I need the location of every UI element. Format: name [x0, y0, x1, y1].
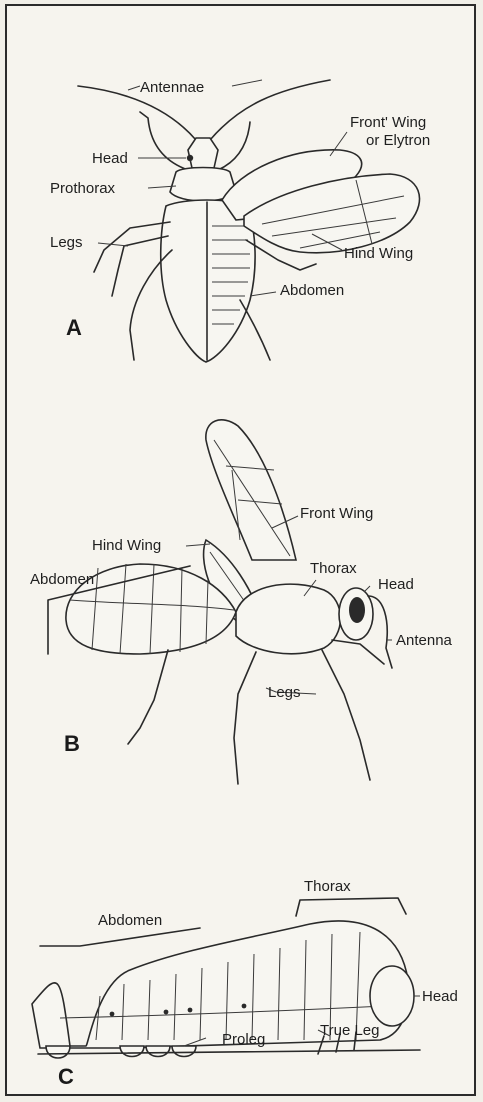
- label-legs-b: Legs: [268, 684, 301, 701]
- label-antenna-b: Antenna: [396, 632, 452, 649]
- wasp-leg-2: [234, 652, 256, 784]
- label-hind-wing-a: Hind Wing: [344, 245, 413, 262]
- abdomen-bracket: [40, 928, 200, 946]
- wasp-thorax: [236, 584, 341, 654]
- label-thorax-c: Thorax: [304, 878, 351, 895]
- beetle-head: [188, 138, 218, 168]
- label-abdomen-c: Abdomen: [98, 912, 162, 929]
- label-head-b: Head: [378, 576, 414, 593]
- label-head-c: Head: [422, 988, 458, 1005]
- label-front-wing-line1: Front' Wing: [350, 114, 426, 131]
- label-legs-a: Legs: [50, 234, 83, 251]
- label-front-wing-line2: or Elytron: [366, 132, 430, 149]
- panel-letter-b: B: [64, 731, 80, 757]
- wasp-leg-1: [128, 650, 168, 744]
- wasp-front-wing: [206, 420, 296, 560]
- wasp-drawing: [48, 420, 392, 784]
- label-abdomen-b: Abdomen: [30, 571, 94, 588]
- label-hind-wing-b: Hind Wing: [92, 537, 161, 554]
- label-head-a: Head: [92, 150, 128, 167]
- label-true-leg: True Leg: [320, 1022, 379, 1039]
- beetle-right-antenna: [210, 80, 330, 140]
- beetle-elytra: [161, 200, 255, 362]
- caterpillar-proleg: [120, 1046, 144, 1057]
- ground-line: [38, 1050, 420, 1054]
- label-prothorax: Prothorax: [50, 180, 115, 197]
- panel-letter-a: A: [66, 315, 82, 341]
- label-abdomen-a: Abdomen: [280, 282, 344, 299]
- label-proleg: Proleg: [222, 1031, 265, 1048]
- label-thorax-b: Thorax: [310, 560, 357, 577]
- wasp-leg-3: [322, 650, 370, 780]
- panel-letter-c: C: [58, 1064, 74, 1090]
- caterpillar-head: [370, 966, 414, 1026]
- label-front-wing-b: Front Wing: [300, 505, 373, 522]
- label-antennae: Antennae: [140, 79, 204, 96]
- thorax-bracket: [296, 898, 406, 916]
